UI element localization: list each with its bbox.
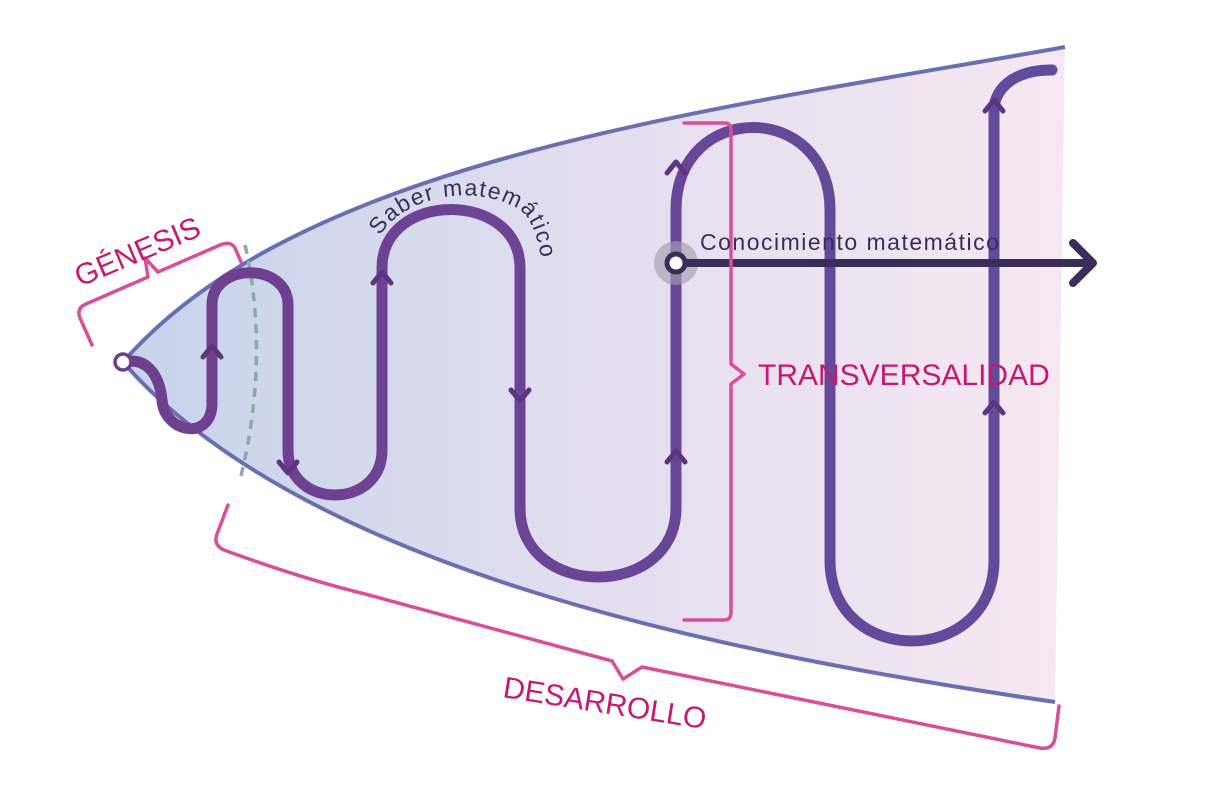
arrow-up-icon [200,343,224,360]
knowledge-node-icon [664,251,688,275]
arrow-up-icon [664,448,688,465]
arrow-down-icon [508,387,532,404]
conocimiento-matematico-label: Conocimiento matemático [700,229,1000,255]
start-node-icon [113,352,133,372]
desarrollo-label: DESARROLLO [501,671,709,736]
arrow-up-icon [370,269,394,286]
arrow-up-icon [982,399,1006,416]
genesis-brace [77,241,243,347]
serpentine-path [117,64,1058,647]
path-direction-arrows [200,97,1006,476]
arrow-down-icon [276,459,300,476]
arrow-right-icon [1069,239,1097,287]
transversalidad-label: TRANSVERSALIDAD [758,359,1050,392]
arrow-up-icon [664,159,688,176]
desarrollo-brace [214,503,1061,751]
genesis-boundary-dashed-line [238,244,259,481]
arrow-up-icon [982,97,1006,114]
transversalidad-brace [682,121,746,622]
